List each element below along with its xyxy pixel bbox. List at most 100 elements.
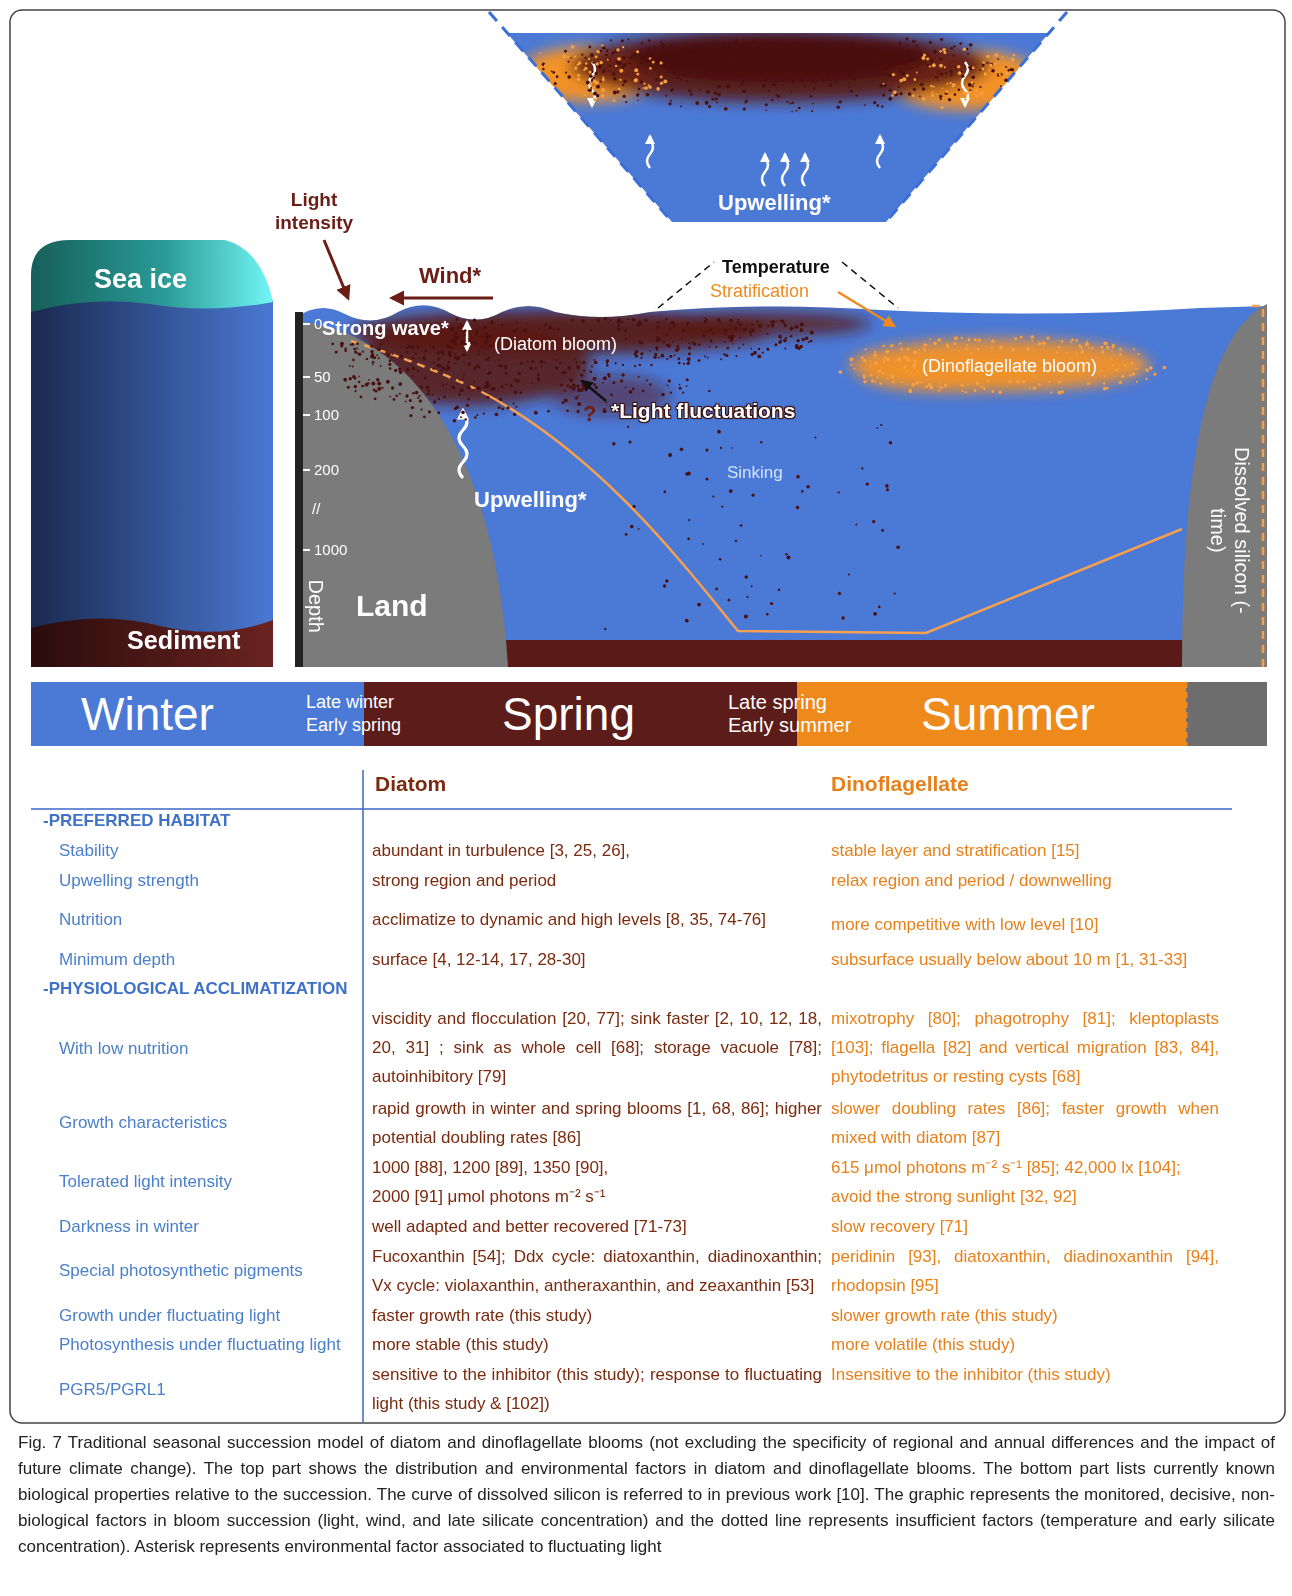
plankton-dot bbox=[937, 92, 939, 94]
plankton-dot bbox=[644, 319, 648, 323]
plankton-dot bbox=[601, 88, 605, 92]
plankton-dot bbox=[669, 328, 671, 330]
plankton-dot bbox=[514, 391, 518, 395]
plankton-dot bbox=[668, 379, 671, 382]
plankton-dot bbox=[544, 64, 546, 66]
plankton-dot bbox=[616, 48, 619, 51]
plankton-dot bbox=[635, 350, 639, 354]
plankton-dot bbox=[826, 51, 828, 53]
plankton-dot bbox=[661, 393, 665, 397]
plankton-dot bbox=[893, 90, 897, 94]
plankton-dot bbox=[656, 87, 660, 91]
plankton-dot bbox=[651, 56, 654, 59]
zoom-line bbox=[886, 12, 1067, 222]
plankton-dot bbox=[850, 363, 853, 366]
plankton-dot bbox=[391, 386, 394, 389]
plankton-dot bbox=[473, 341, 475, 343]
plankton-dot bbox=[790, 102, 792, 104]
plankton-dot bbox=[901, 72, 905, 76]
plankton-dot bbox=[776, 94, 778, 96]
plankton-dot bbox=[704, 46, 707, 49]
plankton-dot bbox=[695, 101, 699, 105]
plankton-dot bbox=[906, 348, 909, 351]
plankton-dot bbox=[555, 366, 559, 370]
plankton-dot bbox=[904, 78, 906, 80]
plankton-dot bbox=[591, 365, 593, 367]
plankton-dot bbox=[963, 92, 966, 95]
plankton-dot bbox=[680, 79, 682, 81]
plankton-dot bbox=[686, 321, 689, 324]
plankton-dot bbox=[784, 348, 786, 350]
plankton-dot bbox=[358, 375, 360, 377]
plankton-dot bbox=[969, 90, 972, 93]
plankton-dot bbox=[796, 43, 800, 47]
plankton-dot bbox=[958, 71, 962, 75]
plankton-dot bbox=[662, 46, 664, 48]
plankton-dot bbox=[537, 378, 541, 382]
callout-label: Light intensity bbox=[268, 188, 360, 234]
plankton-dot bbox=[712, 69, 716, 73]
plankton-dot bbox=[717, 318, 721, 322]
plankton-dot bbox=[697, 603, 701, 607]
plankton-dot bbox=[814, 436, 816, 438]
plankton-dot bbox=[712, 53, 716, 57]
plankton-dot bbox=[653, 46, 656, 49]
plankton-dot bbox=[809, 49, 812, 52]
plankton-dot bbox=[972, 66, 975, 69]
plankton-dot bbox=[766, 613, 769, 616]
plankton-dot bbox=[540, 366, 542, 368]
plankton-dot bbox=[1100, 370, 1102, 372]
callout-label: Upwelling* bbox=[718, 190, 830, 217]
plankton-dot bbox=[878, 76, 880, 78]
plankton-dot bbox=[700, 89, 702, 91]
plankton-dot bbox=[451, 340, 454, 343]
plankton-dot bbox=[870, 361, 872, 363]
plankton-dot bbox=[513, 413, 516, 416]
plankton-dot bbox=[939, 95, 942, 98]
plankton-dot bbox=[660, 41, 662, 43]
plankton-dot bbox=[398, 367, 401, 370]
table-cell: surface [4, 12-14, 17, 28-30] bbox=[372, 945, 822, 974]
plankton-dot bbox=[723, 353, 725, 355]
plankton-dot bbox=[607, 48, 609, 50]
plankton-dot bbox=[718, 61, 720, 63]
plankton-dot bbox=[411, 346, 414, 349]
plankton-dot bbox=[954, 93, 957, 96]
plankton-dot bbox=[708, 69, 711, 72]
plankton-dot bbox=[896, 55, 899, 58]
band-text: Sea ice bbox=[94, 262, 273, 296]
plankton-dot bbox=[410, 363, 412, 365]
table-cell: 615 μmol photons m⁻² s⁻¹ [85]; 42,000 lx… bbox=[831, 1153, 1211, 1211]
plankton-dot bbox=[488, 357, 490, 359]
plankton-dot bbox=[922, 97, 926, 101]
plankton-dot bbox=[789, 54, 792, 57]
plankton-dot bbox=[526, 361, 528, 363]
plankton-dot bbox=[343, 378, 347, 382]
silicon-curve-dotted bbox=[351, 341, 482, 392]
plankton-dot bbox=[887, 377, 889, 379]
plankton-dot bbox=[464, 334, 466, 336]
plankton-dot bbox=[1131, 362, 1134, 365]
plankton-dot bbox=[744, 575, 748, 579]
plankton-dot bbox=[762, 352, 764, 354]
plankton-dot bbox=[929, 338, 931, 340]
plankton-dot bbox=[639, 341, 641, 343]
plankton-dot bbox=[770, 602, 773, 605]
plankton-dot bbox=[433, 400, 436, 403]
dino-bloom bbox=[850, 339, 1150, 391]
plankton-dot bbox=[485, 333, 488, 336]
plankton-dot bbox=[663, 491, 666, 494]
plankton-dot bbox=[478, 366, 480, 368]
plankton-dot bbox=[779, 46, 782, 49]
plankton-dot bbox=[884, 72, 888, 76]
plankton-dot bbox=[670, 392, 672, 394]
plankton-dot bbox=[760, 60, 762, 62]
plankton-dot bbox=[463, 374, 465, 376]
plankton-dot bbox=[669, 66, 671, 68]
plankton-dot bbox=[876, 104, 879, 107]
plankton-dot bbox=[746, 328, 748, 330]
plankton-dot bbox=[629, 390, 633, 394]
plankton-dot bbox=[979, 69, 981, 71]
plankton-dot bbox=[488, 344, 492, 348]
